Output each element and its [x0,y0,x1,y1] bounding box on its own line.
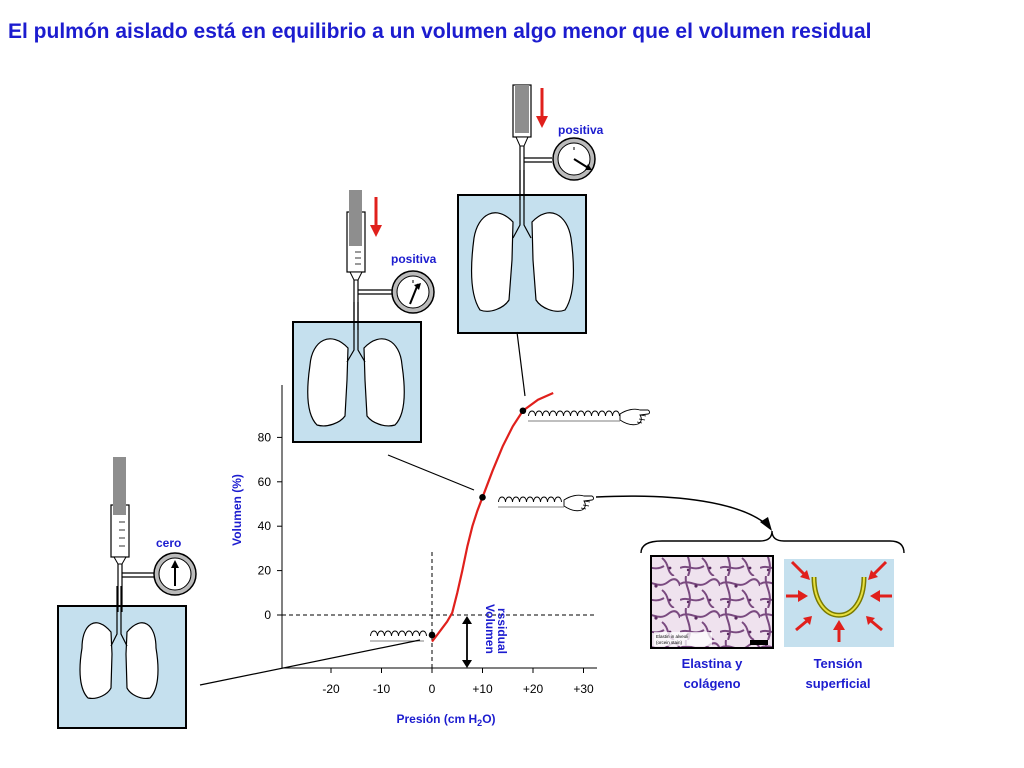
micrograph-caption-1: Elastin in alveoli [656,634,688,639]
residual-volume-label-1: Volumen [483,604,497,654]
y-tick-label: 0 [264,608,271,622]
y-tick-label: 40 [258,519,272,533]
curved-arrow [595,495,772,531]
apparatus-bottom: cero [57,457,197,729]
residual-volume-arrow [462,616,472,668]
spring-middle [498,496,564,508]
series-line [431,391,554,643]
water-bath-bottom [57,605,187,729]
curve-point [519,407,527,415]
apparatus-middle: positiva [292,190,437,443]
x-tick-label: 0 [429,682,436,696]
x-tick-label: +10 [472,682,493,696]
red-down-arrow-top [536,88,548,128]
y-tick-label: 60 [258,475,272,489]
spring-top [528,410,620,422]
elastin-label-2: colágeno [683,676,740,691]
x-axis-label-main: Presión (cm H [396,712,477,726]
x-axis-label-sub: 2 [477,718,482,728]
brace [640,530,905,554]
red-arrows-inward [786,560,892,642]
syringe-top [512,84,552,200]
gauge-middle-label: positiva [391,252,437,266]
curve-markers [428,407,527,639]
chart-guides [282,552,597,668]
springs [370,408,650,642]
gauge-top-label: positiva [558,123,604,137]
spring-bottom [370,630,427,642]
gauge-bottom [153,552,197,596]
x-axis-label: Presión (cm H2O) [396,712,495,728]
lung-middle [307,302,405,427]
syringe-middle [346,190,392,330]
tension-label-1: Tensión [814,656,863,671]
residual-volume-label-2: rssidual [495,608,509,654]
apparatus-top: positiva [457,84,604,334]
syringe-bottom [110,457,156,612]
x-tick-label: +30 [573,682,594,696]
x-tick-label: -10 [373,682,391,696]
red-down-arrow-middle [370,197,382,237]
y-axis-label: Volumen (%) [230,474,244,546]
x-axis-label-end: O) [482,712,495,726]
curve-point [428,631,436,639]
connector-lines [199,331,526,686]
y-tick-label: 80 [258,430,272,444]
hand-top-icon [619,408,650,426]
y-tick-label: 20 [258,564,272,578]
y-axis-ticks: 0 20 40 60 80 [258,430,282,622]
tension-label-2: superficial [805,676,870,691]
gauge-top [552,137,596,181]
x-tick-label: -20 [322,682,340,696]
hand-middle-icon [563,494,594,512]
x-tick-label: +20 [523,682,544,696]
gauge-bottom-label: cero [156,536,181,550]
surface-tension-inset: Tensión superficial [784,559,894,691]
gauge-middle [391,270,435,314]
curve-point [479,494,486,501]
slide-title: El pulmón aislado está en equilibrio a u… [8,20,872,43]
x-axis-ticks: -20 -10 0 +10 +20 +30 [322,668,594,696]
elastin-inset: Elastin in alveoli (orcein stain) Elasti… [650,555,774,691]
pressure-volume-chart: 0 20 40 60 80 -20 -10 0 +10 +20 +30 Volumen (%) P… [230,385,597,728]
elastin-label-1: Elastina y [682,656,743,671]
micrograph-caption-2: (orcein stain) [656,640,683,645]
lung-bottom [79,586,159,699]
